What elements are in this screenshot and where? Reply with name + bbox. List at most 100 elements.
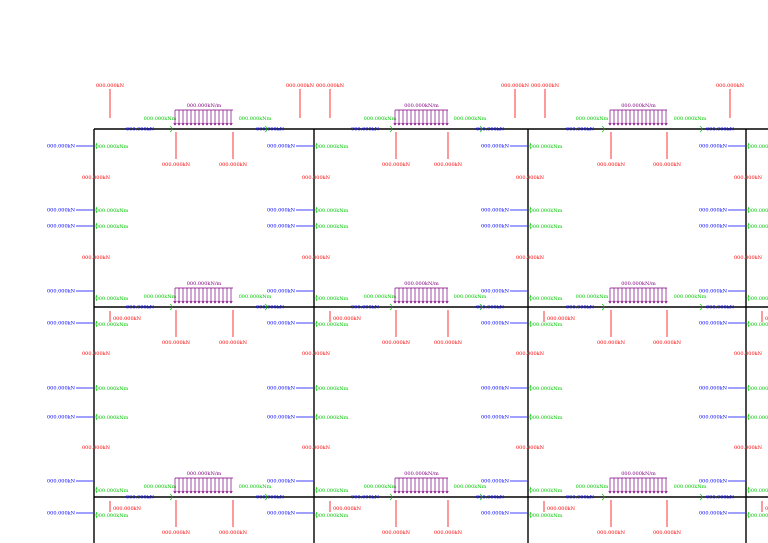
point-load-label: 000.000kN (434, 162, 463, 168)
axial-force-label: 000.000kN (699, 511, 728, 517)
point-load-label: 000.000kN (382, 340, 411, 346)
distributed-load-arrowhead (616, 490, 620, 494)
distributed-load-arrowhead (640, 122, 644, 126)
beam-moment-label: 000.000kNm (144, 116, 177, 122)
distributed-load-arrowhead (648, 122, 652, 126)
distributed-load-arrowhead (632, 490, 636, 494)
moment-label: 000.000kNm (530, 296, 563, 302)
distributed-load-arrowhead (213, 490, 217, 494)
beam-moment-label: 000.000kNm (576, 484, 609, 490)
axial-force-label: 000.000kN (699, 144, 728, 150)
column-load-label: 000.000kN (302, 445, 331, 451)
distributed-load-arrowhead (193, 490, 197, 494)
beam-axial-label: 000.000kN (126, 127, 155, 133)
beam-axial-label: 000.000kN (351, 127, 380, 133)
beam-moment-arc (169, 125, 173, 133)
distributed-load-arrowhead (221, 490, 225, 494)
axial-force-label: 000.000kN (481, 144, 510, 150)
distributed-load-arrowhead (429, 300, 433, 304)
moment-label: 000.000kNm (316, 224, 349, 230)
point-load-label: 000.000kN (333, 316, 362, 322)
axial-force-label: 000.000kN (47, 224, 76, 230)
distributed-load-arrowhead (628, 122, 632, 126)
beam-axial-label: 000.000kN (351, 495, 380, 501)
beam-moment-arc (601, 125, 605, 133)
beam-moment-label: 000.000kNm (364, 294, 397, 300)
distributed-load-arrowhead (413, 122, 417, 126)
distributed-load-arrowhead (656, 490, 660, 494)
distributed-load-arrowhead (397, 122, 401, 126)
moment-label: 000.000kNm (530, 208, 563, 214)
moment-layer: 000.000kNm 000.000kNm 000.000kNm 000.000kNm… (96, 116, 768, 519)
distributed-load-arrowhead (201, 122, 205, 126)
distributed-load-arrowhead (616, 122, 620, 126)
axial-force-label: 000.000kN (47, 208, 76, 214)
point-load-label: 000.000kN (547, 316, 576, 322)
beam-moment-label: 000.000kNm (144, 294, 177, 300)
distributed-load-arrowhead (189, 490, 193, 494)
column-load-label: 000.000kN (82, 255, 111, 261)
moment-label: 000.000kNm (530, 224, 563, 230)
column-load-label: 000.000kN (734, 445, 763, 451)
distributed-load-arrowhead (608, 122, 612, 126)
distributed-load-label: 000.000kN/m (404, 281, 439, 287)
distributed-load-arrowhead (656, 122, 660, 126)
distributed-load-label: 000.000kN/m (404, 471, 439, 477)
beam-axial-label: 000.000kN (256, 495, 285, 501)
distributed-load-arrowhead (644, 490, 648, 494)
moment-arc (315, 142, 318, 150)
moment-label: 000.000kNm (748, 415, 768, 421)
moment-arc (95, 511, 98, 519)
column-load-label: 000.000kN (516, 255, 545, 261)
column-load-label: 000.000kN (302, 351, 331, 357)
point-load-label: 000.000kN (765, 506, 768, 512)
beam-moment-arc (601, 493, 605, 501)
beam-axial-label: 000.000kN (476, 305, 505, 311)
distributed-load-arrowhead (405, 490, 409, 494)
moment-arc (529, 206, 532, 214)
distributed-load-label: 000.000kN/m (187, 471, 222, 477)
distributed-load-arrowhead (225, 490, 229, 494)
distributed-load-arrowhead (437, 122, 441, 126)
distributed-load-label: 000.000kN/m (187, 281, 222, 287)
moment-arc (315, 486, 318, 494)
distributed-load-arrowhead (205, 300, 209, 304)
distributed-load-arrowhead (640, 490, 644, 494)
moment-label: 000.000kNm (96, 386, 129, 392)
moment-arc (315, 222, 318, 230)
column-load-label: 000.000kN (734, 255, 763, 261)
beam-moment-label: 000.000kNm (364, 116, 397, 122)
distributed-load-arrowhead (628, 300, 632, 304)
beam-moment-label: 000.000kNm (576, 294, 609, 300)
point-load-label: 000.000kN (219, 162, 248, 168)
moment-label: 000.000kNm (530, 513, 563, 519)
point-load-label: 000.000kN (597, 530, 626, 536)
distributed-load-arrowhead (445, 122, 449, 126)
moment-arc (747, 486, 750, 494)
distributed-load-arrowhead (409, 300, 413, 304)
distributed-load-arrowhead (405, 300, 409, 304)
point-load-label: 000.000kN (382, 530, 411, 536)
moment-arc (315, 413, 318, 421)
column-load-label: 000.000kN (516, 445, 545, 451)
beam-moment-label: 000.000kNm (674, 294, 707, 300)
point-load-label: 000.000kN (219, 340, 248, 346)
moment-arc (315, 384, 318, 392)
beam-moment-label: 000.000kNm (239, 484, 272, 490)
distributed-load-arrowhead (433, 300, 437, 304)
point-load-label: 000.000kN (653, 340, 682, 346)
point-load-label: 000.000kN (716, 83, 745, 89)
distributed-load-arrowhead (652, 122, 656, 126)
moment-label: 000.000kNm (96, 322, 129, 328)
distributed-load-arrowhead (201, 490, 205, 494)
axial-force-label: 000.000kN (47, 289, 76, 295)
moment-label: 000.000kNm (316, 208, 349, 214)
beam-moment-label: 000.000kNm (454, 484, 487, 490)
distributed-load-arrowhead (401, 490, 405, 494)
moment-arc (747, 294, 750, 302)
moment-arc (529, 511, 532, 519)
beam-axial-label: 000.000kN (126, 495, 155, 501)
distributed-load-arrowhead (640, 300, 644, 304)
distributed-load-arrowhead (177, 490, 181, 494)
